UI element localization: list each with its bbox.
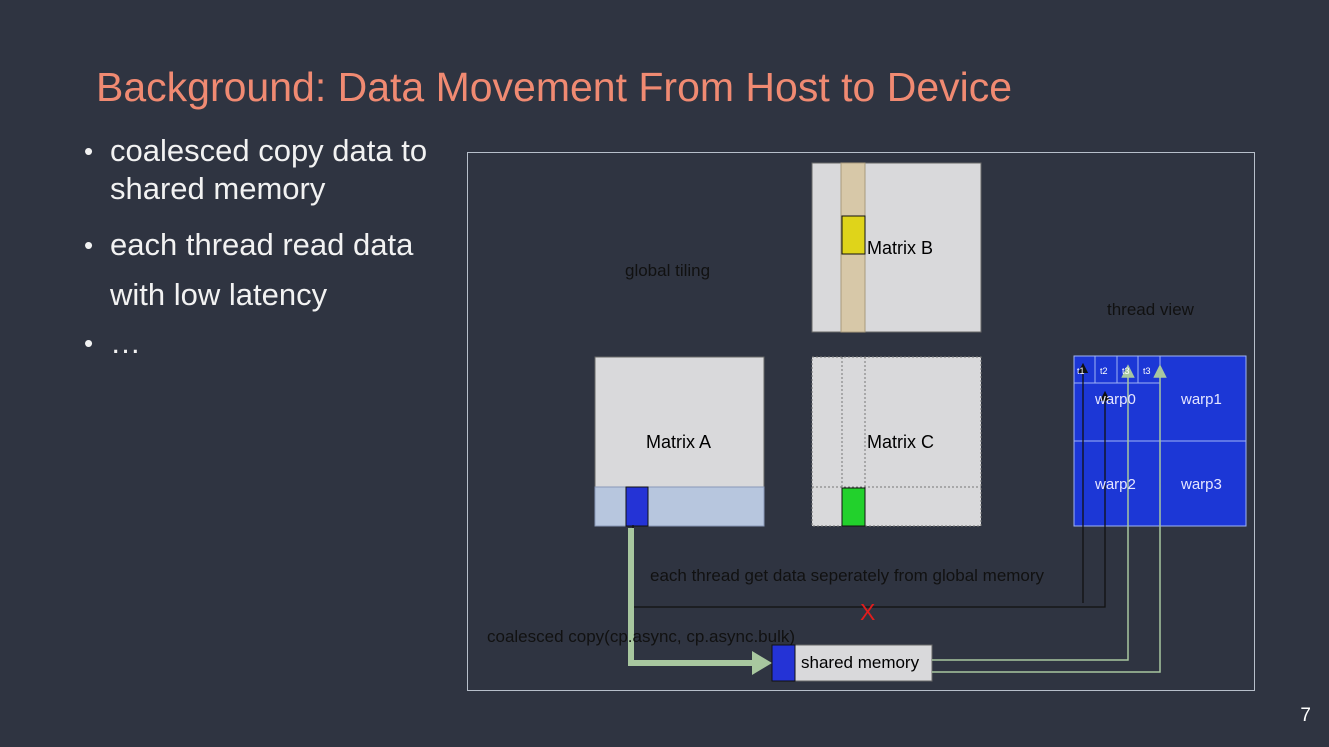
- bullet-dot-icon: •: [84, 136, 94, 166]
- warp2-label: warp2: [1095, 476, 1136, 493]
- bullet-item: • each thread read data with low latency: [84, 220, 444, 320]
- warp0-label: warp0: [1095, 391, 1136, 408]
- matrix-b: [811, 162, 982, 333]
- shared-memory-box: [771, 644, 933, 682]
- thread-label-t3b: t3: [1143, 366, 1151, 376]
- shared-memory-tile: [771, 644, 796, 682]
- matrix-c-label: Matrix C: [867, 432, 934, 452]
- global-tiling-label: global tiling: [625, 261, 711, 280]
- matrix-a-tile: [625, 486, 649, 527]
- matrix-b-tile: [841, 215, 866, 255]
- thread-label-t2: t2: [1100, 366, 1108, 376]
- matrix-c-tile: [841, 487, 866, 527]
- matrix-c: [811, 356, 982, 527]
- page-number: 7: [1300, 705, 1311, 726]
- shared-read-path: [932, 375, 1161, 673]
- bullet-text: …: [110, 325, 141, 360]
- matrix-a-label: Matrix A: [646, 432, 712, 452]
- warp3-label: warp3: [1181, 476, 1222, 493]
- bullet-dot-icon: •: [84, 230, 94, 260]
- blocked-x-icon: X: [860, 599, 875, 625]
- thread-label-t1: t1: [1077, 366, 1085, 376]
- bullet-list: • coalesced copy data to shared memory •…: [84, 132, 444, 362]
- matrix-b-label: Matrix B: [867, 238, 934, 258]
- shared-memory-label: shared memory: [801, 653, 920, 672]
- matrix-a-row-band: [594, 486, 765, 527]
- separate-read-label: each thread get data seperately from glo…: [650, 566, 1045, 585]
- warp1-label: warp1: [1181, 391, 1222, 408]
- diagram-canvas: X: [594, 162, 1247, 682]
- thread-label-t3: t3: [1122, 366, 1130, 376]
- bullet-item: • …: [84, 324, 444, 362]
- bullet-dot-icon: •: [84, 328, 94, 358]
- thread-view-label: thread view: [1107, 300, 1194, 319]
- bullet-text: each thread read data with low latency: [110, 227, 414, 312]
- bullet-item: • coalesced copy data to shared memory: [84, 132, 444, 208]
- bullet-text: coalesced copy data to shared memory: [110, 133, 428, 206]
- coalesced-copy-arrow: [628, 528, 752, 666]
- coalesced-copy-label: coalesced copy(cp.async, cp.async.bulk): [487, 627, 796, 646]
- slide-title: Background: Data Movement From Host to D…: [96, 64, 1013, 110]
- diagram-panel: X global tiling Matrix B Matrix A Matrix…: [467, 152, 1255, 691]
